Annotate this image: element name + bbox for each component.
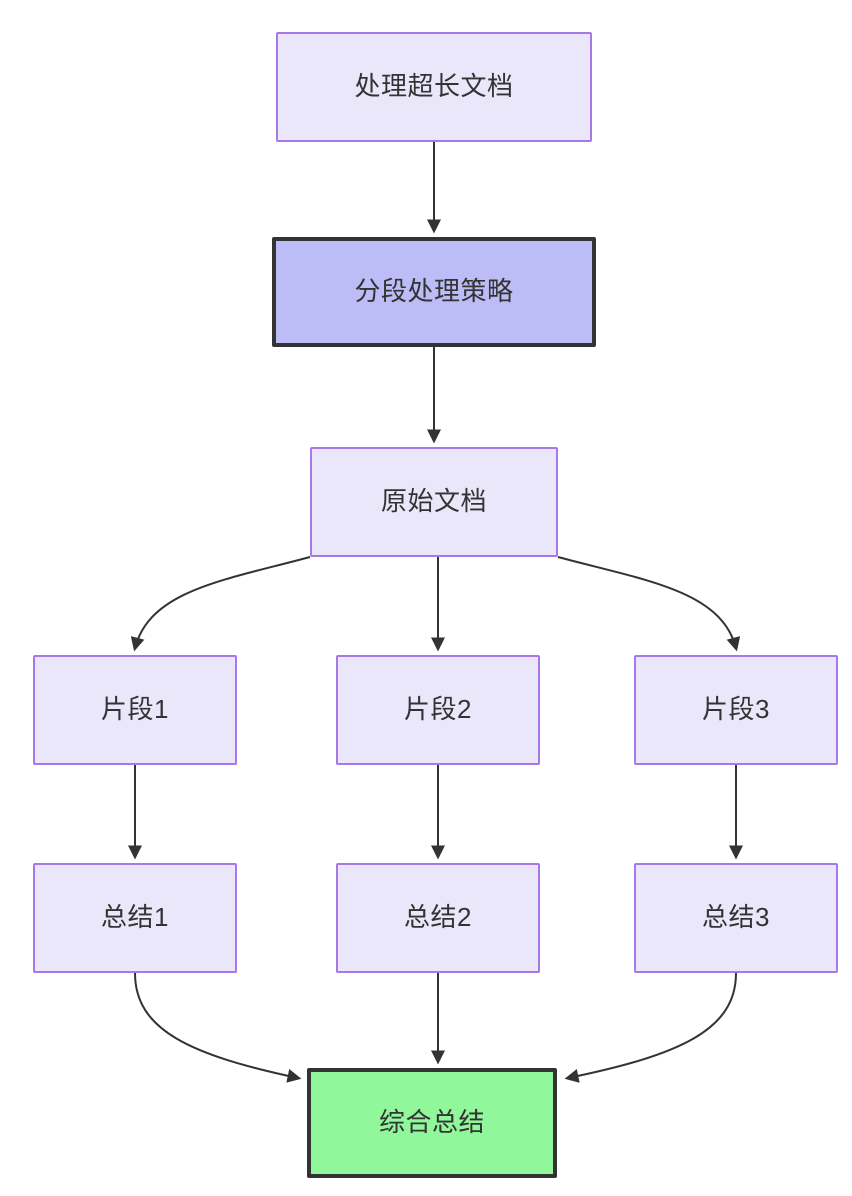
node-chunking-strategy[interactable]: 分段处理策略: [272, 237, 596, 347]
node-summary-1[interactable]: 总结1: [33, 863, 237, 973]
node-label: 处理超长文档: [354, 71, 514, 102]
node-label: 片段3: [702, 694, 770, 725]
node-label: 分段处理策略: [354, 276, 514, 307]
node-comprehensive-summary[interactable]: 综合总结: [307, 1068, 557, 1178]
node-label: 综合总结: [378, 1107, 485, 1138]
node-label: 总结2: [404, 902, 472, 933]
node-label: 原始文档: [380, 486, 487, 517]
node-summary-2[interactable]: 总结2: [336, 863, 540, 973]
edge-n9-n10: [564, 972, 737, 1083]
node-fragment-1[interactable]: 片段1: [33, 655, 237, 765]
node-label: 总结1: [101, 902, 169, 933]
edge-n3-n4: [130, 556, 311, 652]
node-fragment-3[interactable]: 片段3: [634, 655, 838, 765]
node-process-long-document[interactable]: 处理超长文档: [276, 32, 592, 142]
node-label: 片段2: [404, 694, 472, 725]
node-original-document[interactable]: 原始文档: [310, 447, 558, 557]
node-label: 总结3: [702, 902, 770, 933]
node-summary-3[interactable]: 总结3: [634, 863, 838, 973]
edge-n3-n6: [557, 556, 741, 652]
edge-n7-n10: [134, 972, 302, 1083]
node-fragment-2[interactable]: 片段2: [336, 655, 540, 765]
node-label: 片段1: [101, 694, 169, 725]
